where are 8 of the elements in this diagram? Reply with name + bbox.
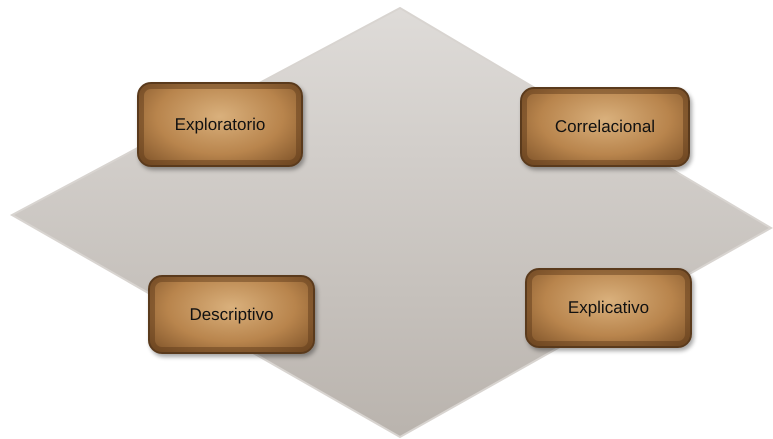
category-box <box>148 275 315 354</box>
category-box <box>525 268 692 348</box>
category-label: Descriptivo <box>189 304 274 324</box>
category-label: Correlacional <box>554 117 656 137</box>
category-label: Explicativo <box>568 298 650 318</box>
category-label: Exploratorio <box>174 114 266 134</box>
category-box <box>520 87 690 167</box>
category-box <box>137 82 303 167</box>
